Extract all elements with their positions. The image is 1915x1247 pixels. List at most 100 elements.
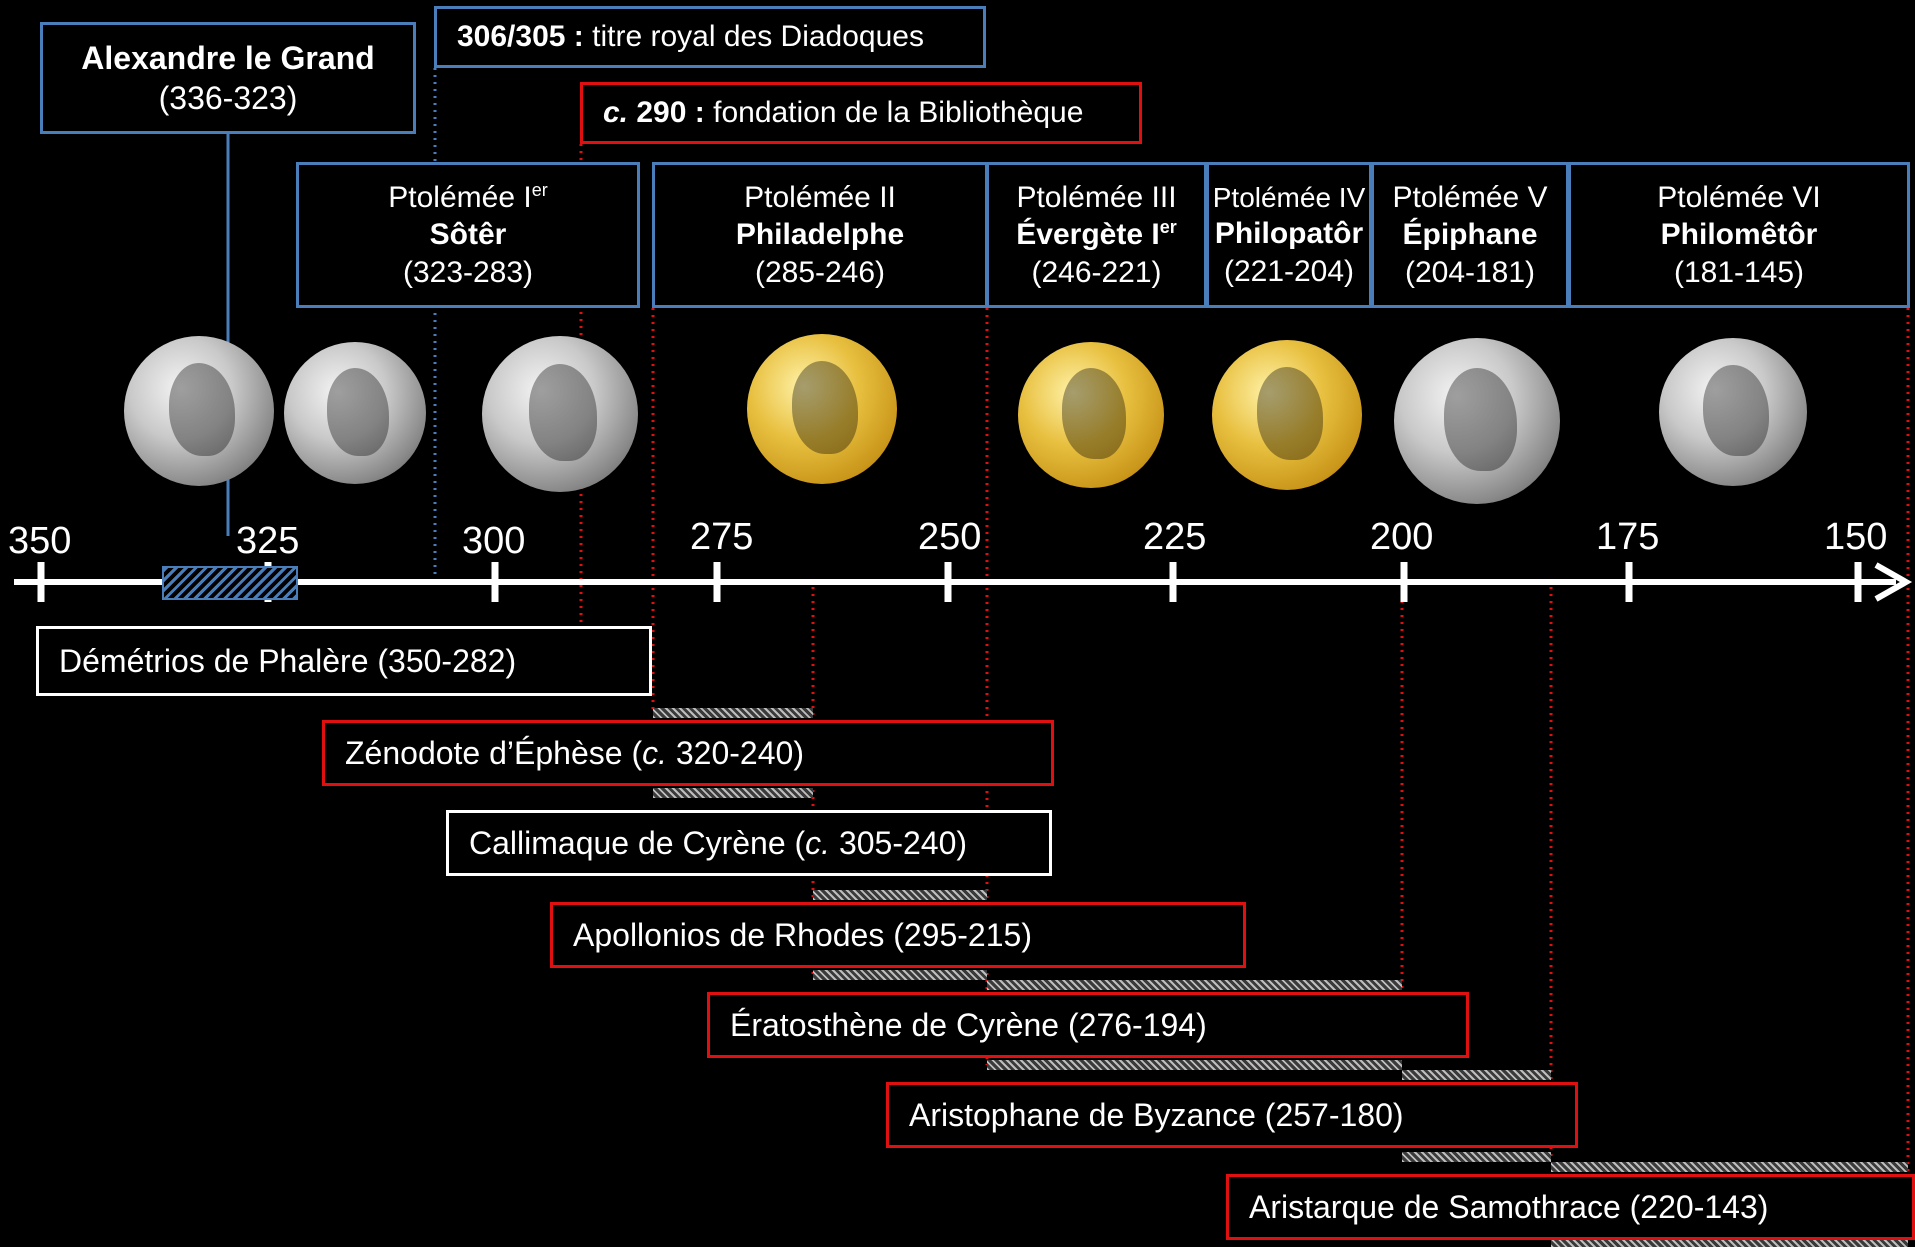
bibliotheque-text: fondation de la Bibliothèque [713,96,1084,130]
diadoques-box: 306/305 : titre royal des Diadoques [434,6,986,68]
alexandre-box: Alexandre le Grand (336-323) [40,22,416,134]
coin-image [124,336,274,486]
scholar-box: Démétrios de Phalère (350-282) [36,626,652,696]
ruler-name-text: Ptolémée II [744,180,896,214]
scholar-name: Démétrios de Phalère (350-282) [59,643,517,679]
coin-portrait [1443,367,1517,471]
coin-image [284,342,426,484]
coin-portrait [1257,367,1323,460]
alexandre-name: Alexandre le Grand [81,40,375,76]
tick-label: 300 [462,520,526,562]
scholar-name: Aristophane de Byzance (257-180) [909,1097,1404,1133]
coin-image [1018,342,1164,488]
tick-label: 275 [690,516,754,558]
overlap-bar [1551,1162,1908,1172]
alexandre-reign-range [162,566,298,600]
ruler-epithet: Philadelphe [736,216,904,254]
ruler-epithet-text: Philadelphe [735,218,905,252]
coin-portrait [528,364,598,461]
scholar-dates: 305-240) [830,825,968,861]
coin-image [1212,340,1362,490]
overlap-bar [1402,1152,1551,1162]
ruler-name-text: Ptolémée I [388,180,532,214]
ruler-name: Ptolémée III [1016,179,1176,217]
tick-label: 225 [1143,516,1207,558]
ruler-name-text: Ptolémée V [1392,180,1548,214]
ruler-epithet-sup: er [1159,217,1177,238]
tick-label: 325 [236,520,300,562]
alexandre-dates: (336-323) [158,80,298,116]
overlap-bar [813,970,987,980]
ruler-dates: (181-145) [1673,255,1805,289]
bibliotheque-date: 290 : [636,96,705,130]
ruler-epithet: Philomêtôr [1661,216,1818,254]
ruler-epithet-text: Philopatôr [1214,217,1364,250]
overlap-bar [813,890,987,900]
tick-label: 350 [8,520,72,562]
ruler-dates: (204-181) [1404,255,1536,289]
scholar-circa: c. [642,735,667,771]
ruler-dates: (285-246) [754,255,886,289]
ruler-name: Ptolémée VI [1657,179,1820,217]
ruler-name-text: Ptolémée III [1016,180,1177,214]
ruler-dates: (323-283) [402,255,534,289]
scholar-circa: c. [805,825,831,861]
coin-image [1659,338,1807,486]
ruler-epithet-text: Sôtêr [429,218,507,252]
scholar-name: Ératosthène de Cyrène (276-194) [730,1007,1207,1043]
coin-portrait [792,361,858,454]
ruler-name: Ptolémée Ier [388,179,547,217]
diadoques-text: titre royal des Diadoques [592,20,924,54]
ruler-box: Ptolémée VI Philomêtôr(181-145) [1568,162,1910,308]
ruler-box: Ptolémée V Épiphane(204-181) [1371,162,1569,308]
scholar-box: Zénodote d’Éphèse (c. 320-240) [322,720,1054,786]
coin-portrait [326,367,390,456]
scholar-box: Ératosthène de Cyrène (276-194) [707,992,1469,1058]
ruler-name: Ptolémée V [1392,179,1547,217]
tick-label: 250 [918,516,982,558]
ruler-dates: (246-221) [1031,255,1162,289]
tick-label: 200 [1370,516,1434,558]
overlap-bar [1402,1070,1551,1080]
coin-image [482,336,638,492]
ruler-name-text: Ptolémée IV [1212,182,1366,213]
scholar-box: Callimaque de Cyrène (c. 305-240) [446,810,1052,876]
overlap-bar [987,1060,1402,1070]
ruler-name: Ptolémée IV [1213,180,1366,215]
ruler-epithet-text: Philomêtôr [1660,218,1818,252]
scholar-box: Aristophane de Byzance (257-180) [886,1082,1578,1148]
scholar-name: Zénodote d’Éphèse ( [345,735,643,771]
ruler-epithet: Évergète Ier [1016,216,1176,254]
coin-portrait [1061,368,1127,459]
scholar-name: Apollonios de Rhodes (295-215) [573,917,1032,953]
ruler-epithet: Épiphane [1402,216,1537,254]
scholar-name: Aristarque de Samothrace (220-143) [1249,1189,1769,1225]
overlap-bar [653,788,813,798]
overlap-bar [987,980,1402,990]
ruler-epithet-text: Épiphane [1402,218,1538,252]
coin-portrait [169,363,235,456]
ruler-box: Ptolémée II Philadelphe(285-246) [652,162,988,308]
coin-portrait [1703,364,1769,457]
ruler-name-text: Ptolémée VI [1657,180,1821,214]
scholar-box: Aristarque de Samothrace (220-143) [1226,1174,1915,1240]
overlap-bar [653,708,813,718]
ruler-name: Ptolémée II [744,179,896,217]
ruler-name-sup: er [531,179,548,200]
scholar-box: Apollonios de Rhodes (295-215) [550,902,1246,968]
coin-image [747,334,897,484]
axis-arrowhead [1874,562,1913,602]
tick-label: 150 [1824,516,1888,558]
bibliotheque-circa: c. [603,96,629,130]
coin-image [1394,338,1560,504]
scholar-name: Callimaque de Cyrène ( [469,825,806,861]
diadoques-date: 306/305 : [457,20,584,54]
ruler-epithet: Philopatôr [1215,215,1363,253]
ruler-epithet-text: Évergète I [1016,218,1160,252]
scholar-dates: 320-240) [666,735,804,771]
